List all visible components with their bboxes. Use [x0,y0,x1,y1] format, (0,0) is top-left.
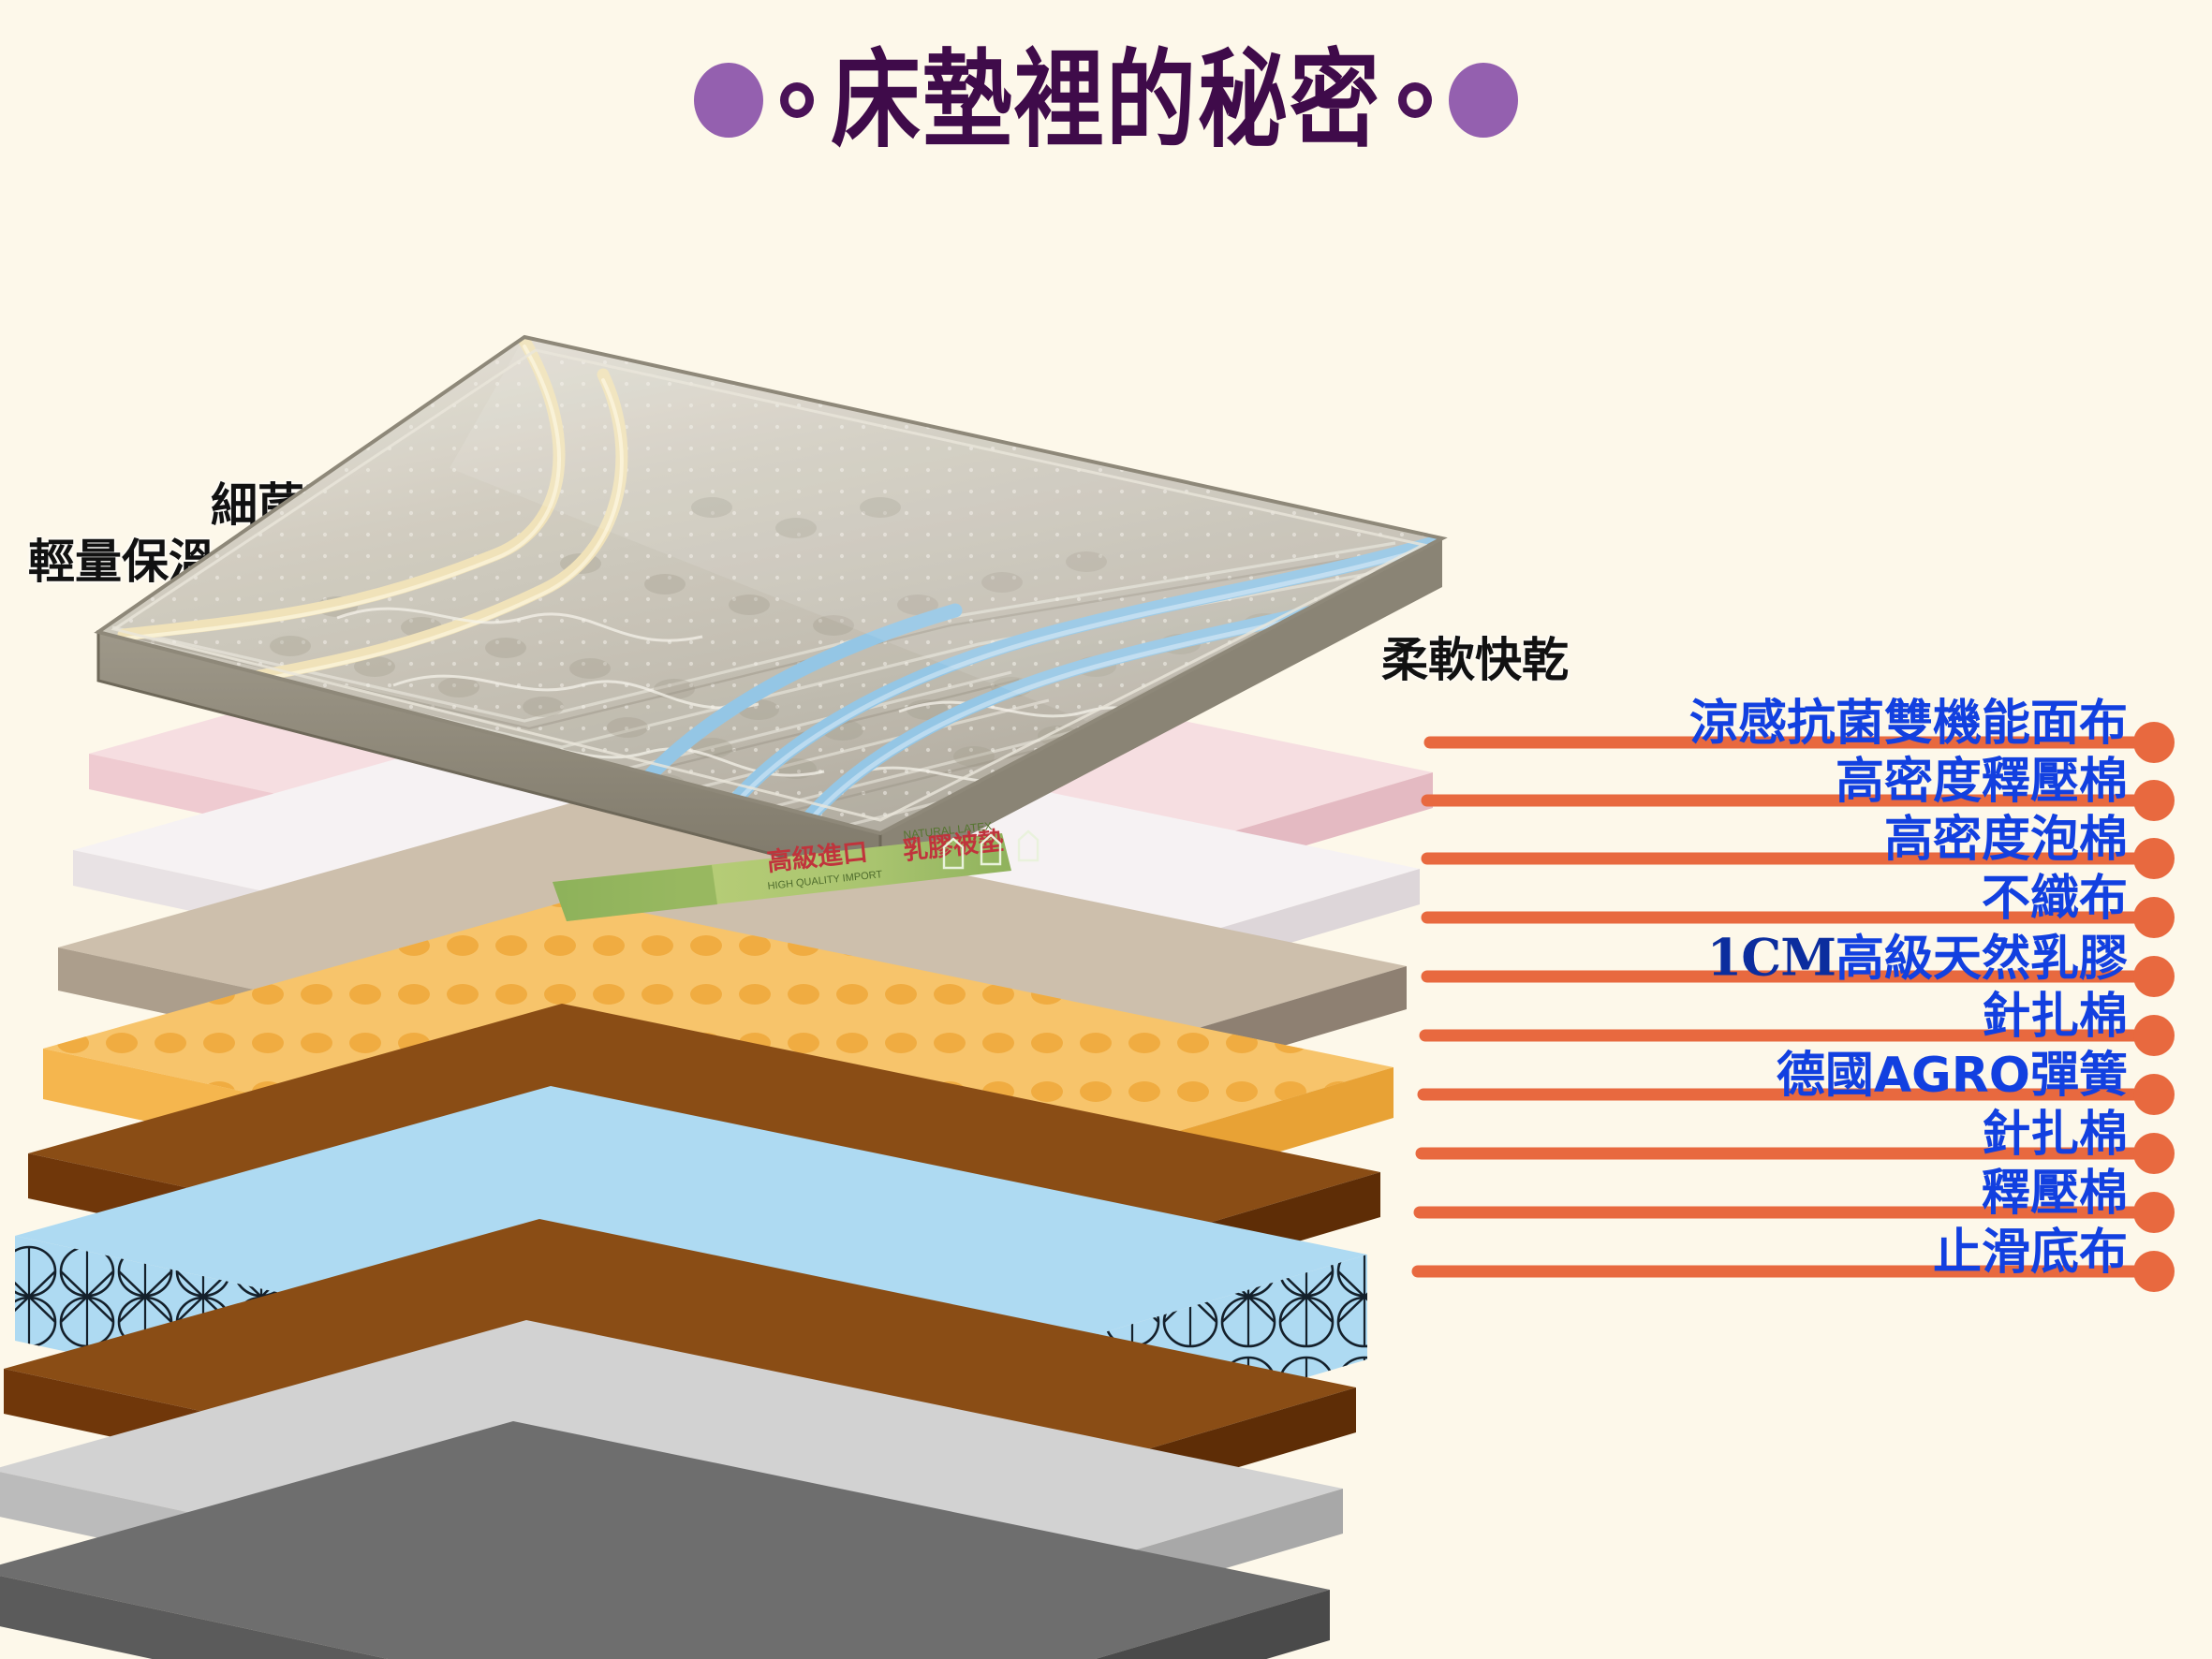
leader-dot-10 [2133,1251,2175,1292]
layer-label-1: 涼感抗菌雙機能面布 [1688,696,2128,752]
decorative-circle-right-filled [1449,63,1518,138]
leader-dot-3 [2133,838,2175,879]
layer-label-6: 針扎棉 [1981,989,2128,1045]
page-title-row: 床墊裡的秘密 [0,39,2212,161]
decorative-circle-right-ring [1398,82,1432,118]
leader-dot-1 [2133,722,2175,763]
layer-label-8: 針扎棉 [1981,1107,2128,1163]
leader-dot-8 [2133,1133,2175,1174]
callout-soft-quickdry: 柔軟快乾 [1381,633,1569,687]
decorative-circle-left-filled [694,63,763,138]
layer-label-5-text: 高級天然乳膠 [1835,931,2128,988]
layer-label-2: 高密度釋壓棉 [1835,754,2128,810]
layer-label-5: 1CM高級天然乳膠 [1707,932,2128,984]
leader-dot-7 [2133,1074,2175,1115]
leader-dot-4 [2133,897,2175,938]
page-title: 床墊裡的秘密 [831,37,1381,163]
leader-dot-6 [2133,1015,2175,1056]
tag-house-icons [942,830,1040,870]
decorative-circle-left-ring [780,82,814,118]
latex-thickness-prefix: 1CM [1706,927,1836,988]
layer-label-10: 止滑底布 [1932,1225,2128,1281]
layer-slab-10 [0,1421,1330,1659]
leader-dot-9 [2133,1192,2175,1233]
leader-dot-2 [2133,780,2175,821]
leader-dot-5 [2133,956,2175,997]
layer-label-3: 高密度泡棉 [1883,812,2128,868]
layer-label-4: 不織布 [1981,871,2128,927]
layer-label-7: 德國AGRO彈簧 [1776,1048,2128,1104]
layer-label-9: 釋壓棉 [1981,1166,2128,1222]
mattress-top-photo: 高級進口 乳膠被墊 HIGH QUALITY IMPORT NATURAL LA… [56,309,1517,983]
